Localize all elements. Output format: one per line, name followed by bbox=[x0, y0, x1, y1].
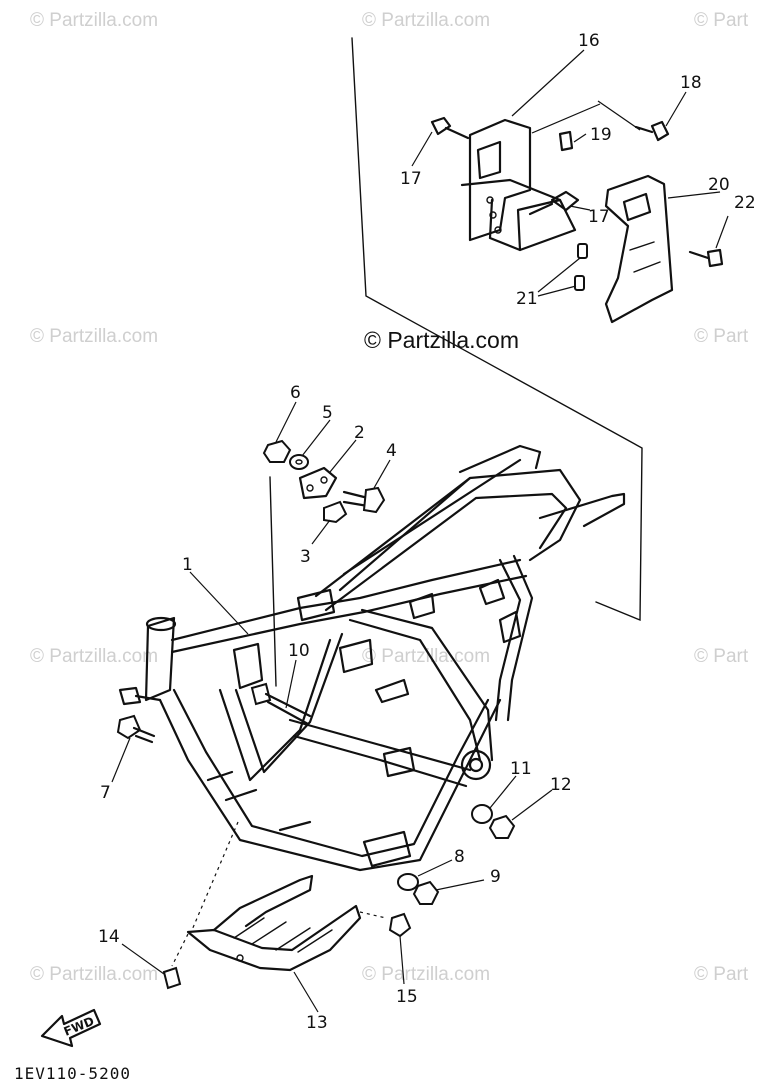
watermark: © Partzilla.com bbox=[30, 646, 158, 667]
callout-12: 12 bbox=[550, 775, 572, 795]
callout-5: 5 bbox=[322, 403, 333, 423]
watermark: © Partzilla.com bbox=[30, 326, 158, 347]
callout-leaders bbox=[111, 49, 729, 1013]
watermark: © Partzilla.com bbox=[30, 10, 158, 31]
watermark: © Partzilla.com bbox=[362, 10, 490, 31]
watermark: © Part bbox=[694, 326, 749, 347]
front-bolt bbox=[116, 714, 156, 744]
watermark: © Part bbox=[694, 10, 749, 31]
callout-7: 7 bbox=[100, 783, 111, 803]
callout-9: 9 bbox=[490, 867, 501, 887]
upper-bracket-assembly bbox=[430, 116, 724, 324]
callout-15: 15 bbox=[396, 987, 418, 1007]
callout-18: 18 bbox=[680, 73, 702, 93]
watermark: © Part bbox=[694, 646, 749, 667]
watermark-main: © Partzilla.com bbox=[364, 327, 519, 353]
engine-mount-hardware bbox=[262, 439, 386, 524]
callout-20: 20 bbox=[708, 175, 730, 195]
callout-17: 17 bbox=[400, 169, 422, 189]
callout-1: 1 bbox=[182, 555, 193, 575]
watermark: © Partzilla.com bbox=[362, 646, 490, 667]
callout-16: 16 bbox=[578, 31, 600, 51]
exploded-guide-lines bbox=[269, 37, 643, 687]
callout-17: 17 bbox=[588, 207, 610, 227]
watermark-layer: © Partzilla.com © Partzilla.com © Part ©… bbox=[30, 10, 749, 985]
callout-4: 4 bbox=[386, 441, 397, 461]
watermark: © Partzilla.com bbox=[362, 964, 490, 985]
callout-labels: 1 2 3 4 5 6 7 8 9 10 11 12 13 14 15 16 1… bbox=[98, 31, 756, 1033]
callout-8: 8 bbox=[454, 847, 465, 867]
watermark: © Part bbox=[694, 964, 749, 985]
callout-22: 22 bbox=[734, 193, 756, 213]
callout-11: 11 bbox=[510, 759, 532, 779]
callout-10: 10 bbox=[288, 641, 310, 661]
pivot-hardware bbox=[250, 682, 516, 905]
forward-direction-arrow: FWD bbox=[40, 1008, 102, 1048]
main-frame bbox=[118, 444, 626, 872]
skid-plate-group bbox=[162, 821, 412, 990]
callout-3: 3 bbox=[300, 547, 311, 567]
callout-13: 13 bbox=[306, 1013, 328, 1033]
watermark: © Partzilla.com bbox=[30, 964, 158, 985]
callout-6: 6 bbox=[290, 383, 301, 403]
callout-19: 19 bbox=[590, 125, 612, 145]
callout-21: 21 bbox=[516, 289, 538, 309]
callout-2: 2 bbox=[354, 423, 365, 443]
callout-14: 14 bbox=[98, 927, 120, 947]
diagram-code: 1EV110-5200 bbox=[14, 1064, 131, 1083]
